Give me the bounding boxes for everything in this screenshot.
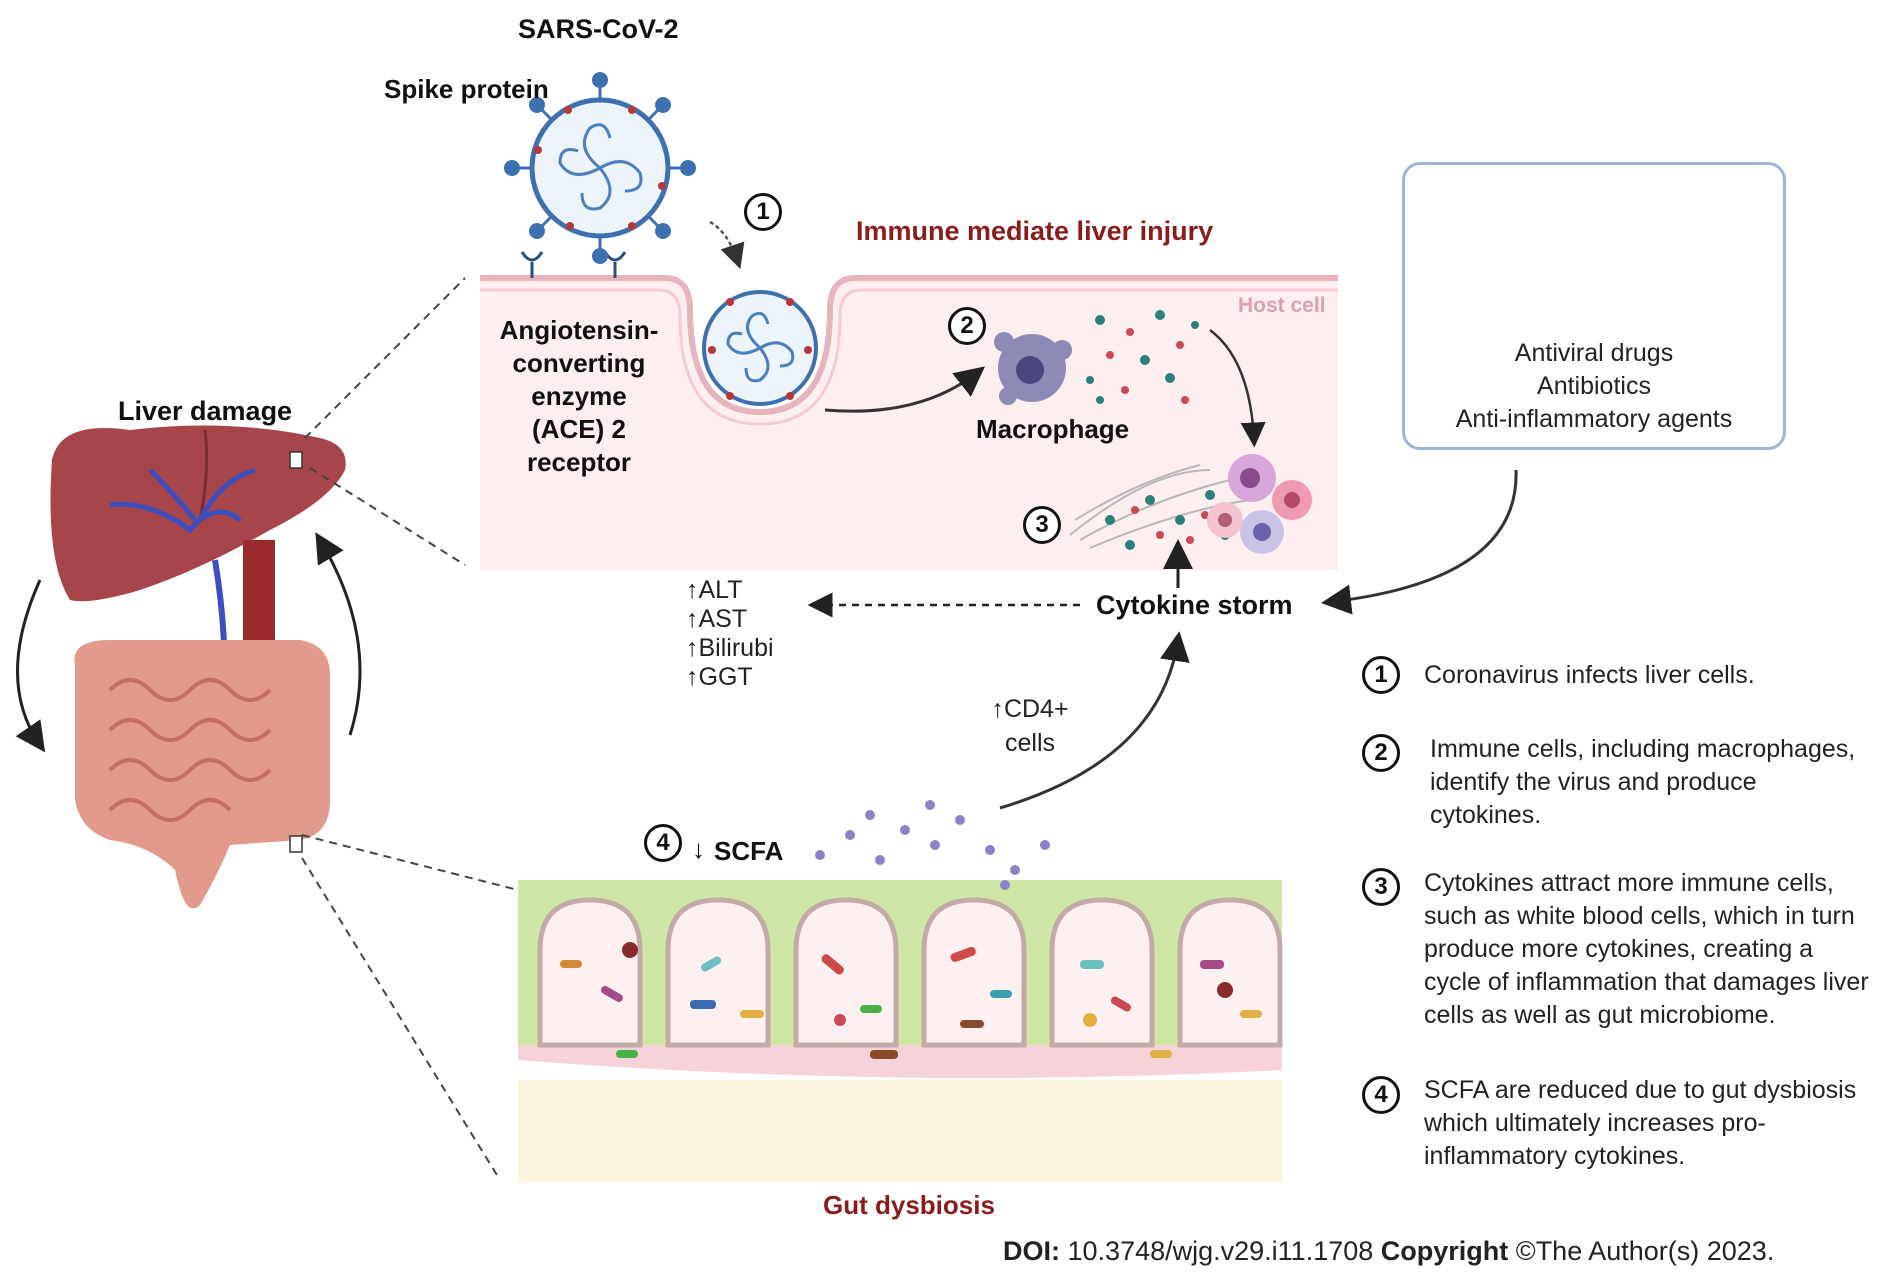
internalized-virus-icon	[702, 290, 818, 406]
zoom-lines	[301, 277, 519, 1181]
marker-ast: ↑AST	[686, 605, 748, 633]
to-macrophage-arrow	[824, 366, 986, 413]
treatment-list: Antiviral drugs Antibiotics Anti-inflamm…	[1405, 337, 1783, 436]
legend-4-text: SCFA are reduced due to gut dysbiosis wh…	[1424, 1076, 1857, 1170]
marker-ggt: ↑GGT	[686, 663, 753, 691]
step-2-badge: 2	[948, 307, 986, 345]
ace2-receptor-label: Angiotensin- converting enzyme (ACE) 2 r…	[499, 315, 659, 477]
immune-liver-injury-title: Immune mediate liver injury	[856, 216, 1214, 246]
legend-3-badge: 3	[1362, 868, 1400, 906]
copyright-label: Copyright	[1380, 1236, 1509, 1266]
footer-doi: DOI: 10.3748/wjg.v29.i11.1708 Copyright …	[1003, 1236, 1774, 1267]
liver-zoom-marker	[289, 451, 303, 469]
liver-damage-label: Liver damage	[118, 396, 293, 426]
scfa-down-arrow: ↓	[692, 834, 705, 864]
infection-arrow	[709, 220, 745, 270]
doi-label: DOI:	[1003, 1236, 1060, 1266]
treatment-box: Antiviral drugs Antibiotics Anti-inflamm…	[1402, 162, 1786, 450]
gut-zoom-marker	[289, 835, 303, 853]
step-1-badge: 1	[744, 193, 782, 231]
macrophage-icon	[994, 332, 1072, 405]
sars-cov-2-virus-icon	[504, 72, 696, 264]
legend-2-badge: 2	[1362, 734, 1400, 772]
copyright-value: ©The Author(s) 2023.	[1515, 1236, 1775, 1266]
treatment-antibiotics: Antibiotics	[1537, 372, 1651, 400]
doi-value: 10.3748/wjg.v29.i11.1708	[1067, 1236, 1374, 1266]
scfa-label: SCFA	[714, 836, 784, 866]
microbiome-bacteria	[560, 942, 1262, 1059]
cd4-cells-label: ↑CD4+ cells	[991, 695, 1069, 757]
gut-dysbiosis-title: Gut dysbiosis	[823, 1190, 995, 1220]
sars-cov-2-label: SARS-CoV-2	[518, 14, 679, 44]
treatment-arrow	[1321, 469, 1518, 615]
spike-protein-label: Spike protein	[384, 74, 549, 104]
treatment-antiviral: Antiviral drugs	[1514, 339, 1674, 367]
legend-1-badge: 1	[1362, 656, 1400, 694]
intestine-icon	[74, 640, 330, 909]
immune-cell-cluster-icon	[1069, 454, 1312, 554]
cytokine-dots	[1086, 310, 1199, 404]
step-3-badge: 3	[1023, 506, 1061, 544]
ace2-receptor-icon	[520, 251, 627, 278]
gut-to-liver-arrow	[315, 532, 362, 736]
step-4-badge: 4	[644, 824, 682, 862]
legend-3-text: Cytokines attract more immune cells, suc…	[1424, 869, 1869, 1029]
host-cell-label: Host cell	[1238, 294, 1326, 317]
legend-4-badge: 4	[1362, 1076, 1400, 1114]
gut-villi-panel	[518, 880, 1283, 1182]
scfa-dots	[815, 800, 1050, 890]
treatment-anti-inflammatory: Anti-inflammatory agents	[1455, 405, 1733, 433]
liver-markers-list: ↑ALT ↑AST ↑Bilirubi ↑GGT	[686, 576, 774, 692]
legend-2-text: Immune cells, including macrophages, ide…	[1430, 735, 1856, 829]
gut-to-cytokine-arrow	[999, 631, 1190, 810]
liver-to-gut-arrow	[15, 579, 46, 753]
macrophage-label: Macrophage	[976, 414, 1130, 444]
marker-alt: ↑ALT	[686, 576, 743, 604]
cytokine-release-arrow	[1209, 329, 1266, 448]
cytokine-storm-label: Cytokine storm	[1096, 590, 1293, 620]
legend-1-text: Coronavirus infects liver cells.	[1424, 661, 1755, 689]
marker-bilirubin: ↑Bilirubi	[686, 634, 774, 662]
